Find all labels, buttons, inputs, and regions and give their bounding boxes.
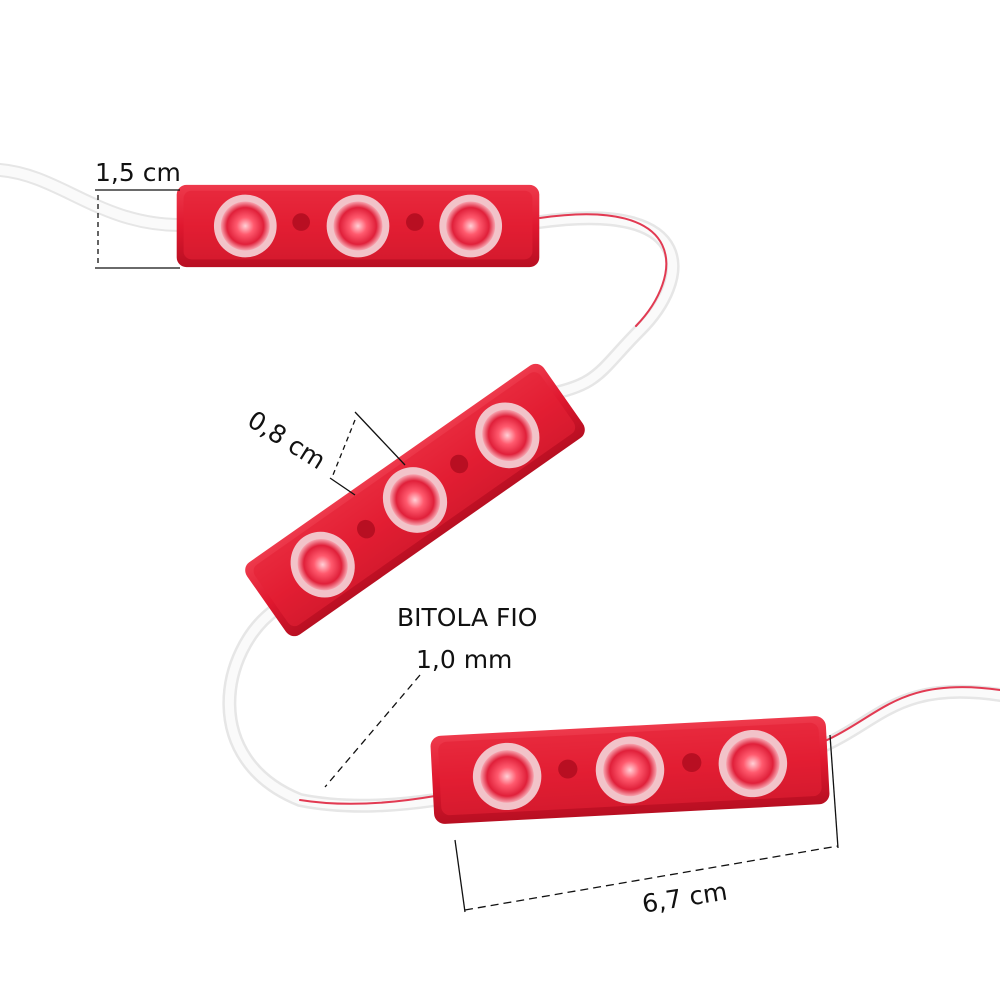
wire-gauge-value: 1,0 mm	[416, 645, 513, 674]
dimension-lines	[95, 189, 839, 913]
led-module	[176, 184, 540, 268]
led-module	[241, 359, 589, 641]
wire	[0, 163, 1000, 813]
height-label: 1,5 cm	[95, 158, 181, 187]
led-module	[430, 715, 830, 825]
wire-gauge-title: BITOLA FIO	[397, 603, 538, 632]
